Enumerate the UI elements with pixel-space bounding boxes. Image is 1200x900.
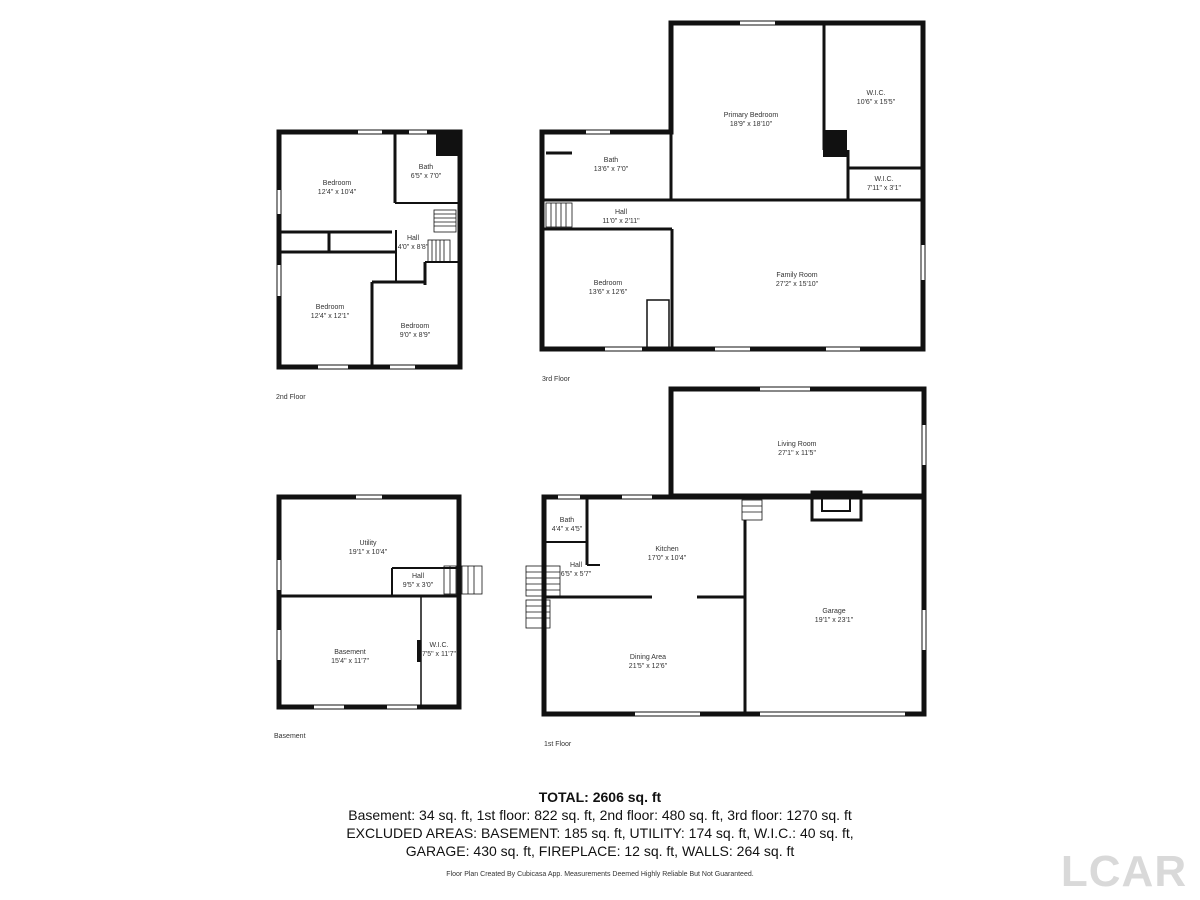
room-dims: 9'5" x 3'0" xyxy=(403,582,434,589)
first-floor-labels: Living Room 27'1" x 11'5" Bath 4'4" x 4'… xyxy=(544,441,854,748)
room-dims: 17'0" x 10'4" xyxy=(648,555,687,562)
room-dims: 19'1" x 23'1" xyxy=(815,617,854,624)
floor-label: 1st Floor xyxy=(544,741,572,748)
room-name: Bedroom xyxy=(594,280,623,287)
logo-text: LCAR xyxy=(1061,848,1187,892)
room-dims: 6'5" x 7'0" xyxy=(411,173,442,180)
room-dims: 18'9" x 18'10" xyxy=(730,121,773,128)
room-name: Basement xyxy=(334,649,366,656)
basement-labels: Utility 19'1" x 10'4" Hall 9'5" x 3'0" B… xyxy=(274,540,457,740)
second-floor-plan xyxy=(276,129,463,370)
room-name: Bedroom xyxy=(323,180,352,187)
floor-label: 2nd Floor xyxy=(276,394,306,401)
room-name: W.I.C. xyxy=(866,90,885,97)
room-dims: 10'6" x 15'5" xyxy=(857,99,896,106)
room-dims: 4'4" x 4'5" xyxy=(552,526,583,533)
total-area: TOTAL: 2606 sq. ft xyxy=(538,789,662,805)
room-name: Bath xyxy=(419,164,434,171)
room-name: Hall xyxy=(570,562,583,569)
excluded-areas: EXCLUDED AREAS: BASEMENT: 185 sq. ft, UT… xyxy=(346,825,854,841)
room-dims: 13'6" x 12'6" xyxy=(589,289,628,296)
room-name: Garage xyxy=(822,608,845,615)
room-name: W.I.C. xyxy=(874,176,893,183)
room-name: Primary Bedroom xyxy=(724,112,779,119)
room-dims: 27'2" x 15'10" xyxy=(776,281,819,288)
room-dims: 27'1" x 11'5" xyxy=(778,450,816,457)
room-name: Living Room xyxy=(778,441,817,448)
room-name: Hall xyxy=(615,209,628,216)
room-name: Kitchen xyxy=(655,546,678,553)
floor-areas: Basement: 34 sq. ft, 1st floor: 822 sq. … xyxy=(348,807,852,823)
room-dims: 12'4" x 10'4" xyxy=(318,189,357,196)
room-name: Bath xyxy=(560,517,575,524)
second-floor-labels: Bedroom 12'4" x 10'4" Bath 6'5" x 7'0" H… xyxy=(276,164,442,401)
room-dims: 15'4" x 11'7" xyxy=(331,658,369,665)
room-name: Bedroom xyxy=(401,323,430,330)
credit-text: Floor Plan Created By Cubicasa App. Meas… xyxy=(446,871,754,878)
basement-plan xyxy=(276,494,483,710)
room-name: Family Room xyxy=(776,272,817,279)
floor-label: 3rd Floor xyxy=(542,376,571,383)
room-dims: 12'4" x 12'1" xyxy=(311,313,350,320)
room-dims: 19'1" x 10'4" xyxy=(349,549,388,556)
room-name: Bedroom xyxy=(316,304,345,311)
room-name: Bath xyxy=(604,157,619,164)
room-name: Utility xyxy=(359,540,377,547)
excluded-areas-continued: GARAGE: 430 sq. ft, FIREPLACE: 12 sq. ft… xyxy=(405,843,795,859)
third-floor-plan xyxy=(539,20,926,352)
room-dims: 21'5" x 12'6" xyxy=(629,663,668,670)
room-dims: 7'5" x 11'7" xyxy=(422,651,456,658)
room-name: W.I.C. xyxy=(429,642,448,649)
room-dims: 9'0" x 8'9" xyxy=(400,332,431,339)
room-name: Hall xyxy=(412,573,425,580)
room-dims: 6'5" x 5'7" xyxy=(561,571,592,578)
room-dims: 4'0" x 8'8" xyxy=(398,244,429,251)
room-dims: 11'0" x 2'11" xyxy=(602,218,640,225)
floor-label: Basement xyxy=(274,733,306,740)
room-name: Dining Area xyxy=(630,654,666,661)
room-dims: 13'6" x 7'0" xyxy=(594,166,629,173)
room-dims: 7'11" x 3'1" xyxy=(867,185,901,192)
third-floor-labels: Primary Bedroom 18'9" x 18'10" W.I.C. 10… xyxy=(542,90,902,383)
room-name: Hall xyxy=(407,235,420,242)
lcar-logo: LCAR xyxy=(1061,848,1187,892)
first-floor-plan xyxy=(525,386,927,717)
